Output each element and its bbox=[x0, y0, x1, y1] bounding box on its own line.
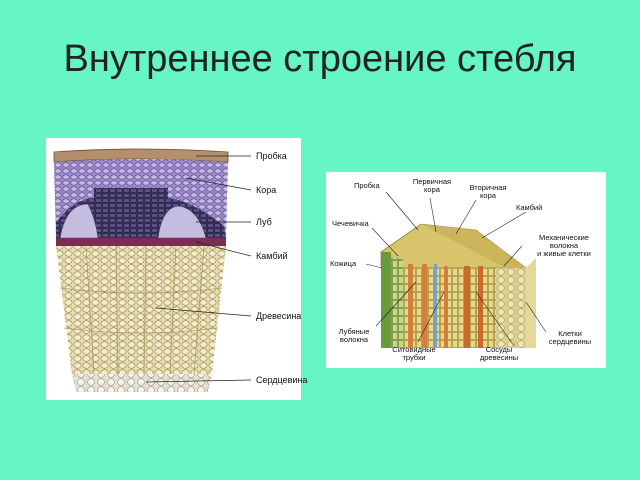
stem-cross-section-diagram: Пробка Кора Луб Камбий Древесина Сердцев… bbox=[46, 138, 307, 400]
r-label-sieve-2: трубки bbox=[402, 353, 426, 362]
label-bark: Кора bbox=[256, 185, 277, 195]
label-cambium: Камбий bbox=[256, 251, 288, 261]
r-label-mech-3: и живые клетки bbox=[537, 249, 591, 258]
r-label-pith-1: Клетки bbox=[558, 329, 582, 338]
r-label-secondary-cortex-1: Вторичная bbox=[469, 183, 507, 192]
label-phloem: Луб bbox=[256, 217, 272, 227]
slide-title: Внутреннее строение стебля bbox=[63, 38, 577, 80]
r-label-primary-cortex-2: кора bbox=[424, 185, 440, 194]
r-label-cork: Пробка bbox=[354, 181, 380, 190]
label-pith: Сердцевина bbox=[256, 375, 308, 385]
r-label-sieve-1: Ситовидные bbox=[392, 345, 436, 354]
r-label-cambium: Камбий bbox=[516, 203, 543, 212]
r-label-mech-2: волокна bbox=[549, 241, 579, 250]
r-label-skin: Кожица bbox=[330, 259, 357, 268]
label-wood: Древесина bbox=[256, 311, 302, 321]
r-label-pith-2: сердцевины bbox=[548, 337, 592, 346]
stem-section-drawing bbox=[53, 148, 252, 392]
label-cork: Пробка bbox=[256, 151, 287, 161]
r-label-vessels-2: древесины bbox=[479, 353, 519, 362]
r-label-primary-cortex-1: Первичная bbox=[412, 177, 452, 186]
r-label-vessels-1: Сосуды bbox=[485, 345, 513, 354]
r-label-mech-1: Механические bbox=[539, 233, 589, 242]
stem-block-drawing bbox=[365, 191, 547, 348]
r-label-lenticel: Чечевичка bbox=[332, 219, 369, 228]
r-label-bast-1: Лубяные bbox=[338, 327, 370, 336]
r-label-secondary-cortex-2: кора bbox=[480, 191, 496, 200]
r-label-bast-2: волокна bbox=[339, 335, 369, 344]
